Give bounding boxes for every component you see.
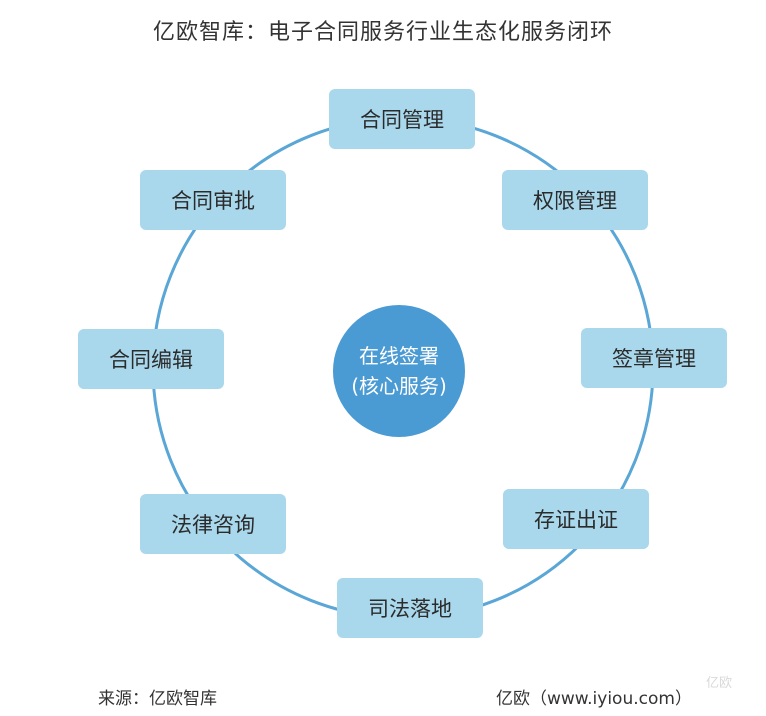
node-legal-consulting: 法律咨询 <box>140 494 286 554</box>
node-seal-management: 签章管理 <box>581 328 727 388</box>
node-contract-management: 合同管理 <box>329 89 475 149</box>
core-service-label: 在线签署 <box>359 344 439 368</box>
core-service-sublabel: (核心服务) <box>351 374 447 398</box>
page-title: 亿欧智库：电子合同服务行业生态化服务闭环 <box>152 20 613 45</box>
node-judicial-enforcement: 司法落地 <box>337 578 483 638</box>
node-permission-management: 权限管理 <box>502 170 648 230</box>
site-credit: 亿欧（www.iyiou.com） <box>496 689 692 709</box>
source-note: 来源：亿欧智库 <box>98 689 217 709</box>
node-evidence-certification: 存证出证 <box>503 489 649 549</box>
core-service-circle: 在线签署 (核心服务) <box>333 305 465 437</box>
node-contract-editing: 合同编辑 <box>78 329 224 389</box>
watermark-logo: 亿欧 <box>706 676 733 691</box>
node-contract-approval: 合同审批 <box>140 170 286 230</box>
